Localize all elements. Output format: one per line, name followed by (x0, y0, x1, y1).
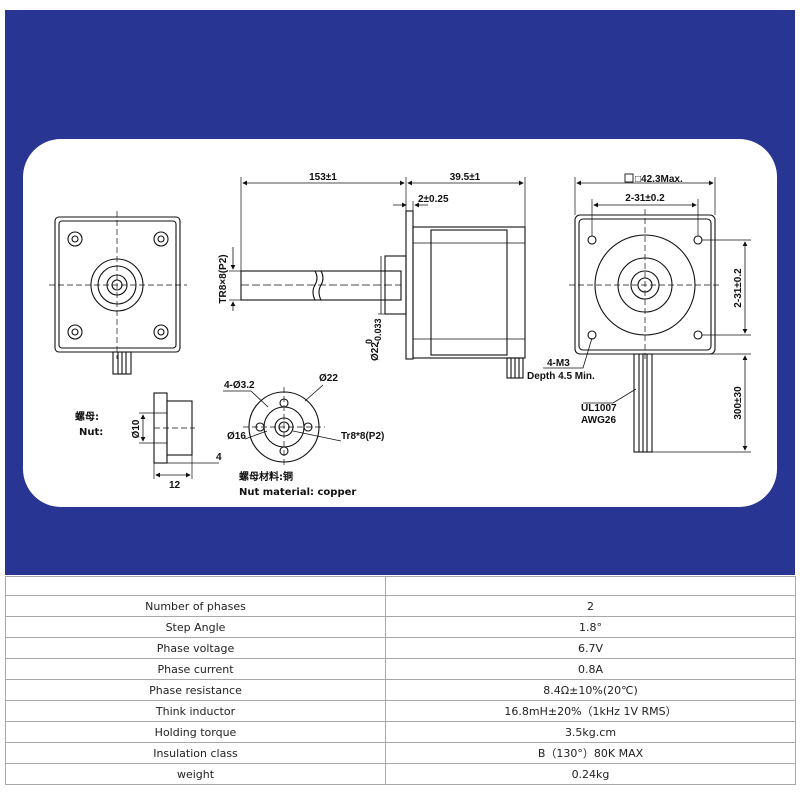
technical-drawing: 153±1 39.5±1 2±0.25 TR8×8(P2) Ø22 0 -0.0… (49, 172, 751, 498)
screw-thread-label: TR8×8(P2) (218, 254, 229, 303)
mount-depth-label: Depth 4.5 Min. (527, 371, 595, 382)
spec-value: 16.8mH±20%（1kHz 1V RMS） (385, 700, 796, 722)
spec-name: Holding torque (5, 721, 386, 743)
spec-name: Think inductor (5, 700, 386, 722)
spec-value: 2 (385, 595, 796, 617)
nut-side-view (139, 392, 219, 479)
side-view (229, 177, 526, 379)
nut-thread-label: Tr8*8(P2) (341, 431, 384, 442)
nut-label-cn: 螺母: (75, 410, 99, 423)
nut-length-label: 12 (169, 480, 181, 491)
nut-label-en: Nut: (79, 427, 103, 438)
nut-holes-label: 4-Ø3.2 (224, 380, 255, 391)
nut-labels: 螺母: Nut: Ø10 12 4 4-Ø3.2 Ø22 Ø16 Tr8*8(P… (75, 373, 384, 498)
spec-value: 0.24kg (385, 763, 796, 785)
spec-name: Insulation class (5, 742, 386, 764)
wire-type-label: UL1007 (581, 403, 617, 414)
spec-name: Number of phases (5, 595, 386, 617)
spec-value: 3.5kg.cm (385, 721, 796, 743)
nut-pcd-label: Ø16 (227, 431, 246, 442)
front-view-right (543, 177, 751, 453)
nut-material-en: Nut material: copper (239, 487, 356, 498)
pilot-diameter-label: Ø22 (370, 342, 381, 361)
pilot-tolerance-upper: 0 (364, 339, 374, 344)
nut-body-diameter: Ø10 (131, 419, 142, 438)
lead-length-label: 300±30 (733, 386, 744, 420)
frame-size-label: □42.3Max. (635, 174, 683, 185)
spec-value: 1.8° (385, 616, 796, 638)
drawing-card: 153±1 39.5±1 2±0.25 TR8×8(P2) Ø22 0 -0.0… (23, 139, 777, 507)
wire-gauge-label: AWG26 (581, 415, 616, 426)
spec-name: Phase resistance (5, 679, 386, 701)
spec-value: B（130°）80K MAX (385, 742, 796, 764)
mount-screw-label: 4-M3 (547, 358, 570, 369)
body-length-label: 39.5±1 (450, 172, 481, 183)
spec-name: Step Angle (5, 616, 386, 638)
spec-value: 6.7V (385, 637, 796, 659)
side-view-labels: 153±1 39.5±1 2±0.25 TR8×8(P2) Ø22 0 -0.0… (218, 172, 481, 361)
nut-material-cn: 螺母材料:铜 (239, 470, 293, 483)
spec-name: Phase voltage (5, 637, 386, 659)
spec-name: weight (5, 763, 386, 785)
shaft-length-label: 153±1 (309, 172, 337, 183)
pilot-tolerance-lower: -0.033 (373, 318, 383, 344)
flange-thickness-label: 2±0.25 (418, 194, 449, 205)
spec-value: 8.4Ω±10%(20℃) (385, 679, 796, 701)
spec-name: Phase current (5, 658, 386, 680)
table-row-blank (5, 576, 796, 596)
spec-value: 0.8A (385, 658, 796, 680)
front-view-left (49, 211, 187, 375)
nut-flange-diameter: Ø22 (319, 373, 338, 384)
front-view-labels: □42.3Max. 2-31±0.2 2-31±0.2 300±30 4-M3 … (527, 173, 744, 426)
hole-pitch-vertical: 2-31±0.2 (733, 268, 744, 308)
nut-flange-thickness: 4 (216, 452, 222, 463)
nut-front-view (223, 384, 342, 467)
hole-pitch-horizontal: 2-31±0.2 (625, 193, 665, 204)
